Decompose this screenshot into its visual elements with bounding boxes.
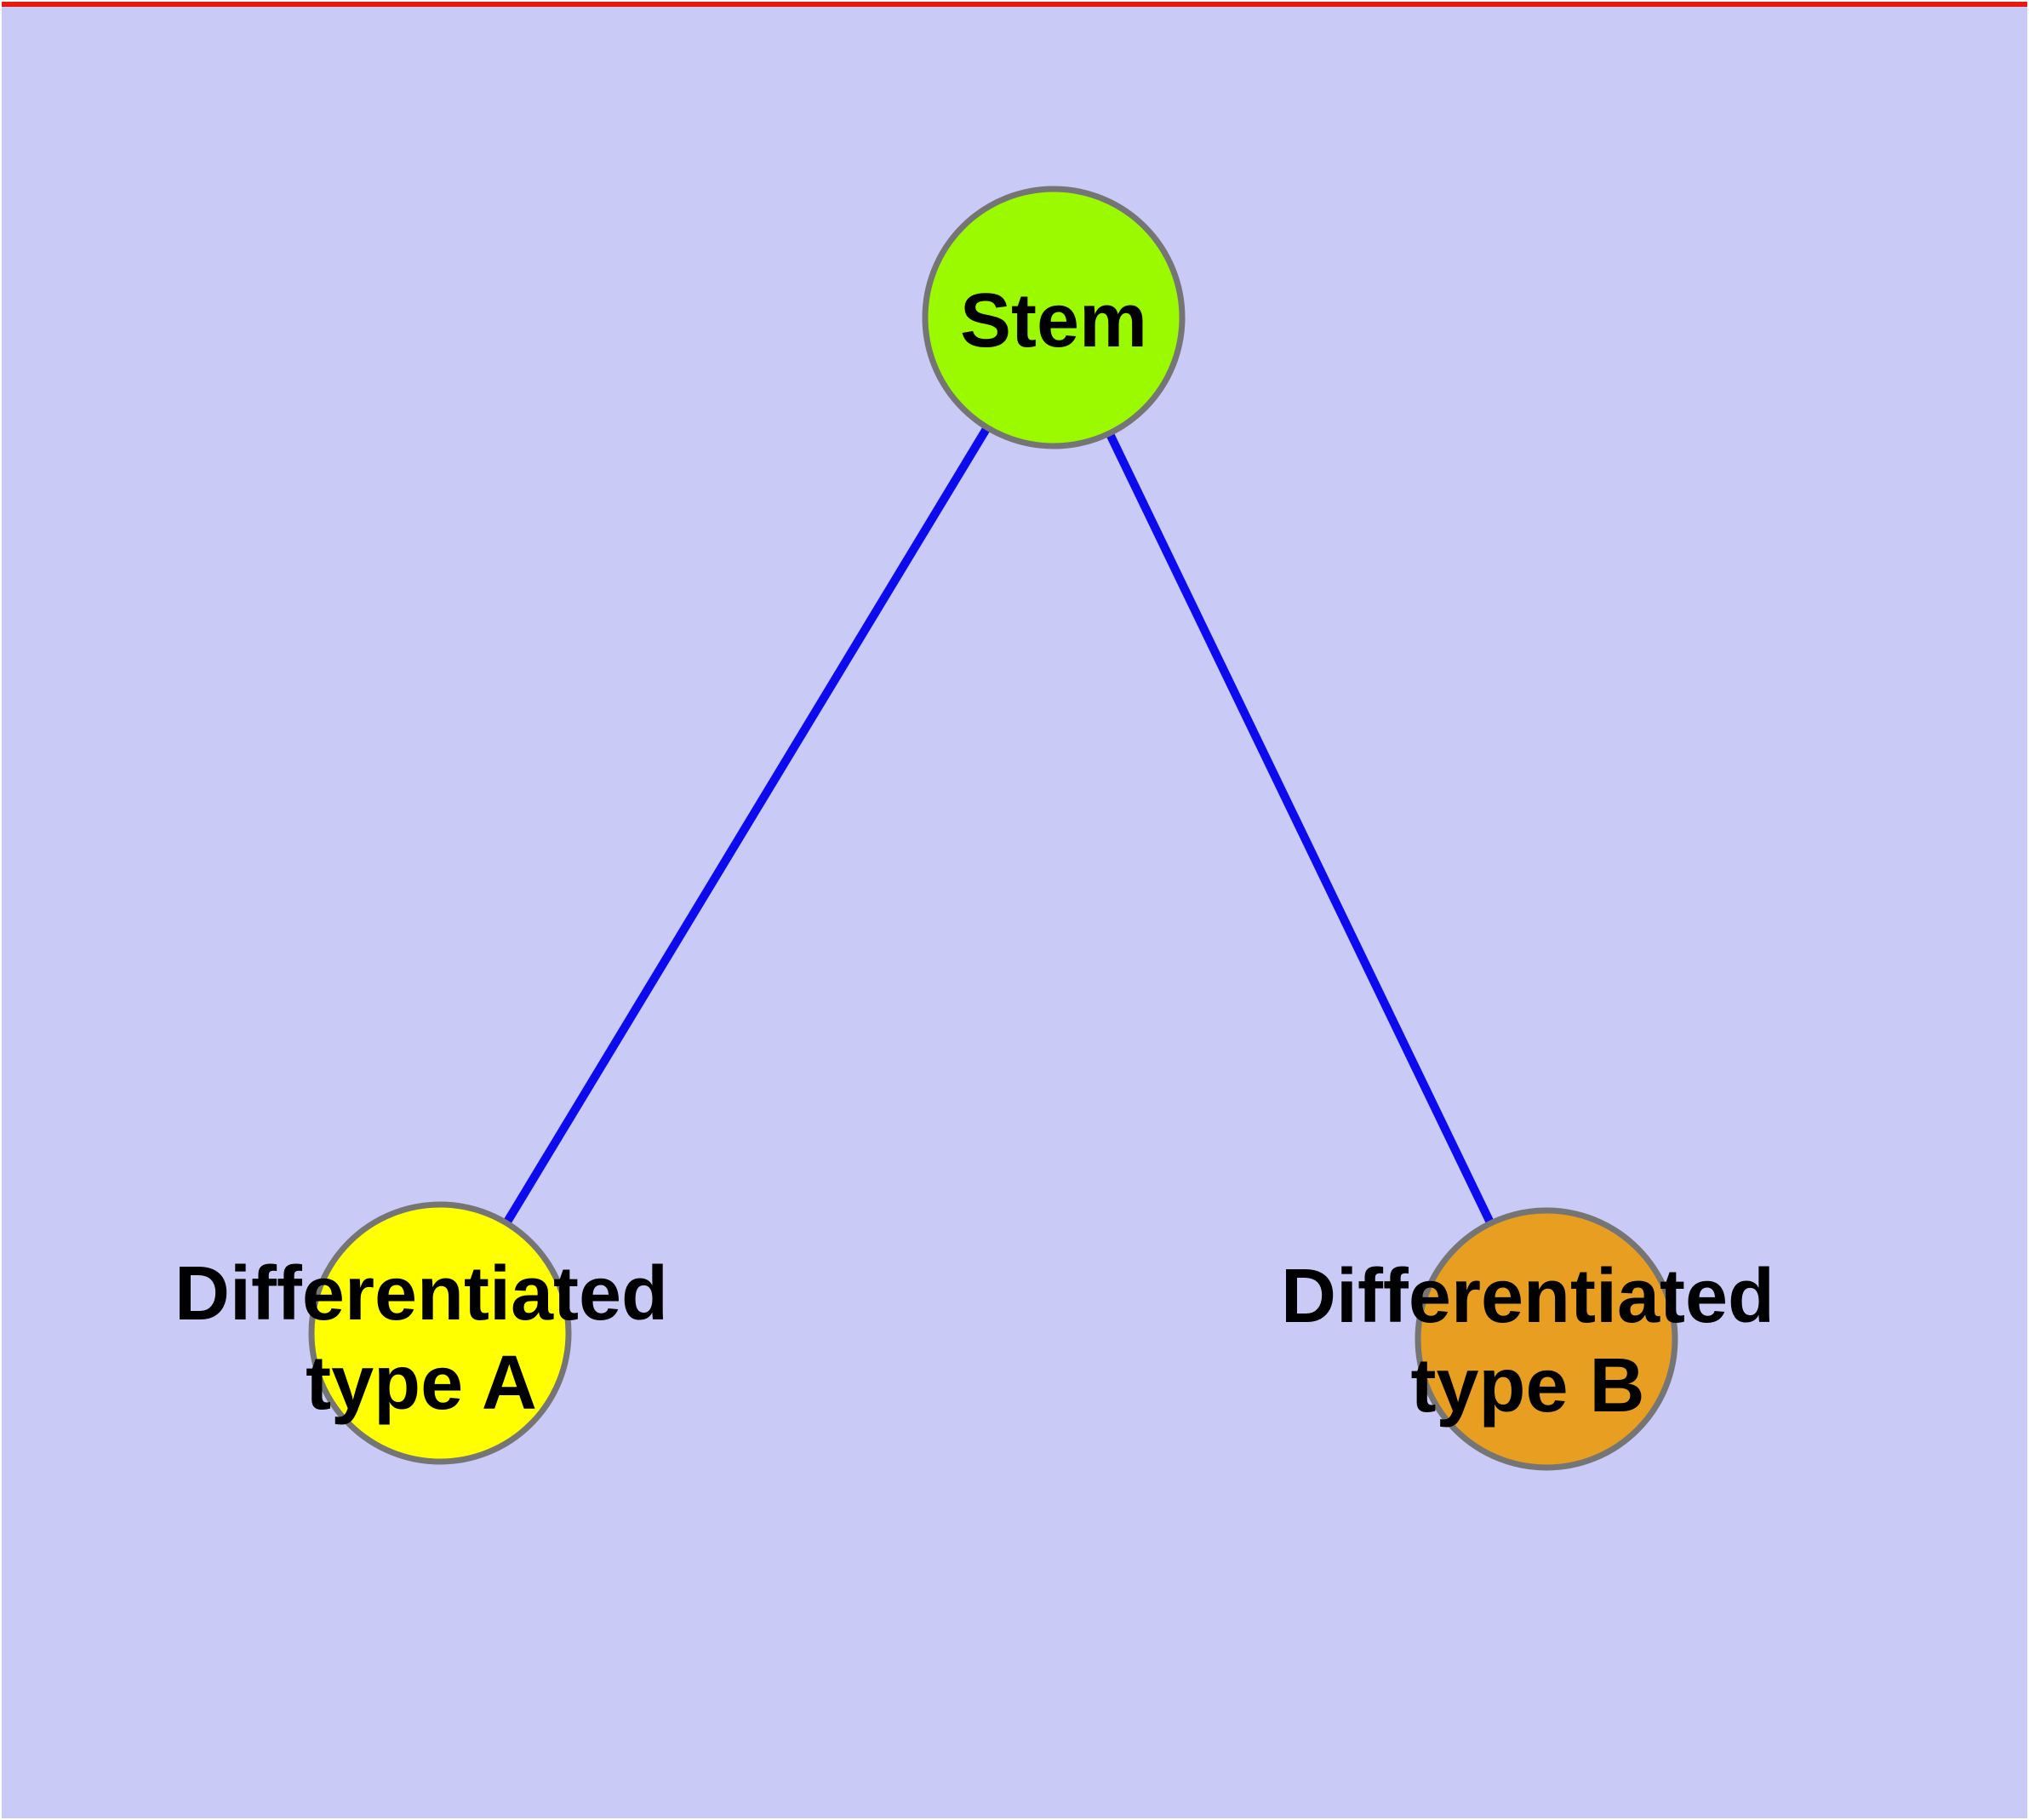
edge-stem-to-type-a xyxy=(436,315,1058,1336)
node-type-a-circle xyxy=(308,1201,572,1465)
node-type-b-label-line1: Differentiated xyxy=(1281,1254,1775,1339)
node-type-a-label-line2: type A xyxy=(306,1341,537,1426)
edge-stem-to-type-b xyxy=(1049,315,1551,1342)
node-type-a-label-line1: Differentiated xyxy=(174,1251,668,1336)
node-type-b-label-line2: type B xyxy=(1410,1343,1644,1428)
node-type-b-circle xyxy=(1415,1207,1678,1471)
top-red-strip xyxy=(0,2,2029,7)
node-stem-circle xyxy=(922,186,1186,449)
node-stem-label: Stem xyxy=(960,278,1147,363)
